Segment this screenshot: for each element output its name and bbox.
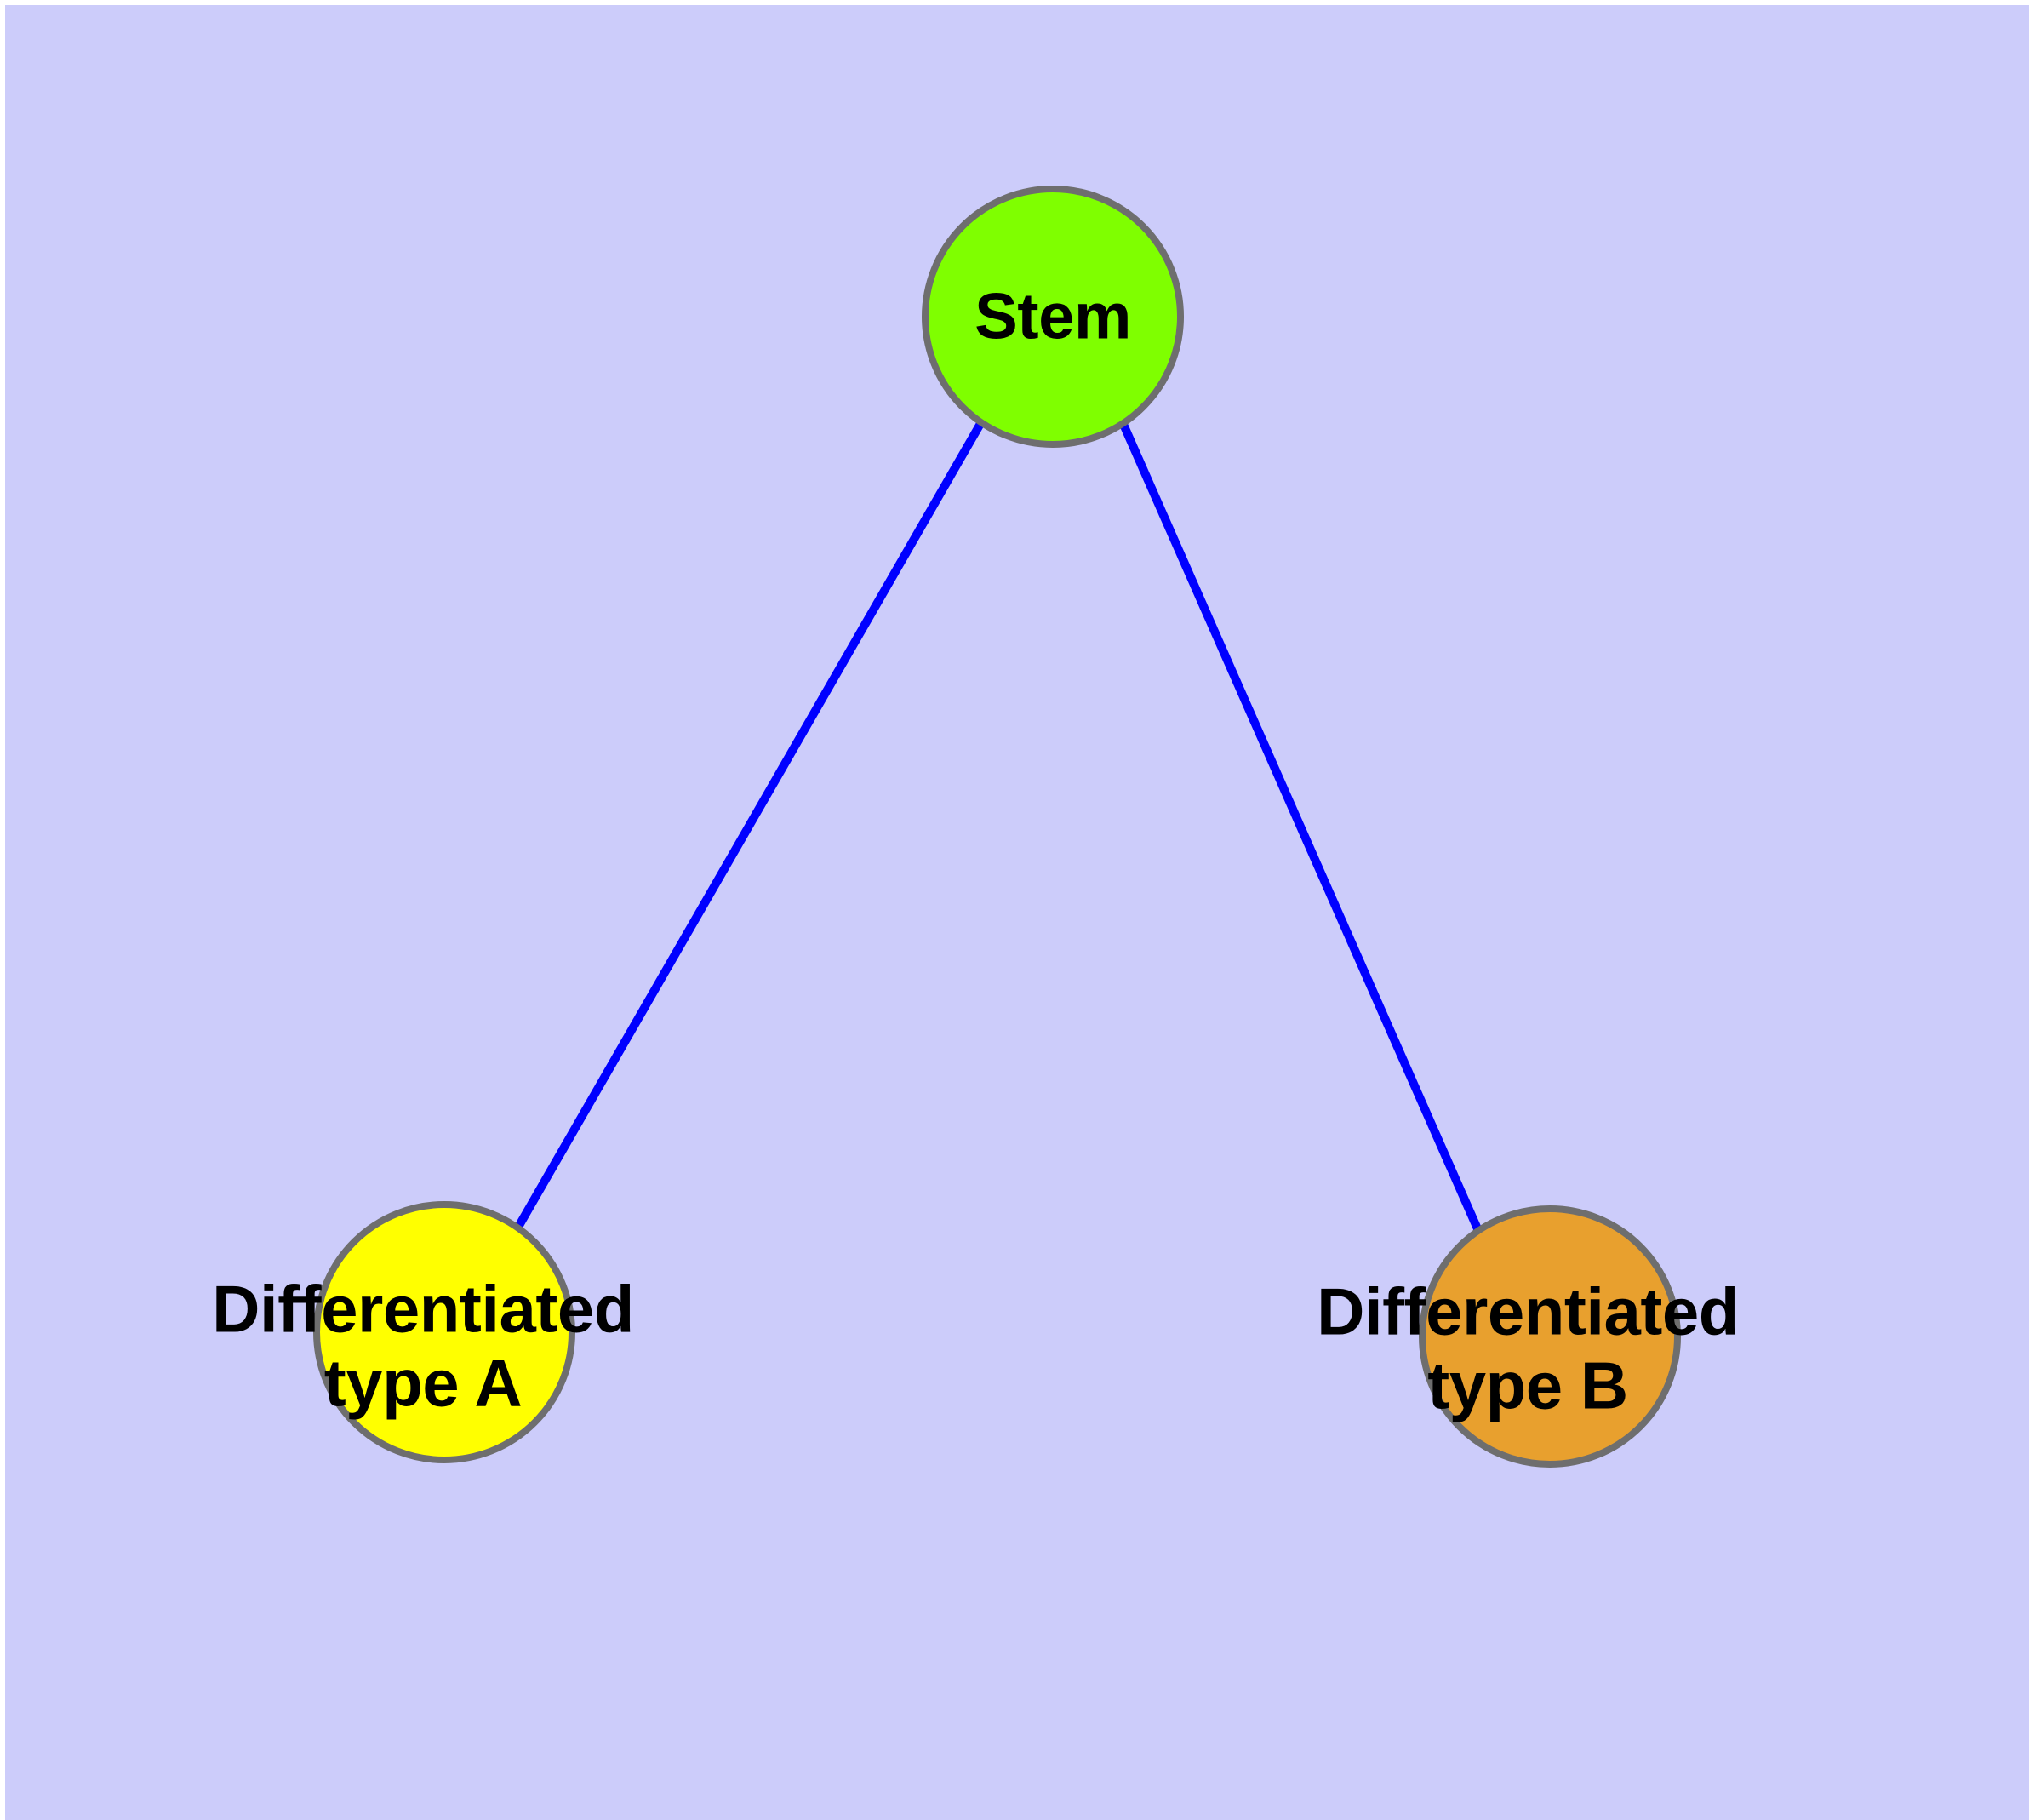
edge-stem-to-differentiated-type-b[interactable] <box>1117 418 1483 1235</box>
node-stem[interactable] <box>922 186 1184 448</box>
edge-layer <box>513 418 1483 1235</box>
node-differentiated-type-a[interactable] <box>313 1201 575 1463</box>
node-differentiated-type-b[interactable] <box>1419 1205 1681 1468</box>
edge-stem-to-differentiated-type-a[interactable] <box>513 420 986 1231</box>
node-layer <box>313 186 1681 1468</box>
